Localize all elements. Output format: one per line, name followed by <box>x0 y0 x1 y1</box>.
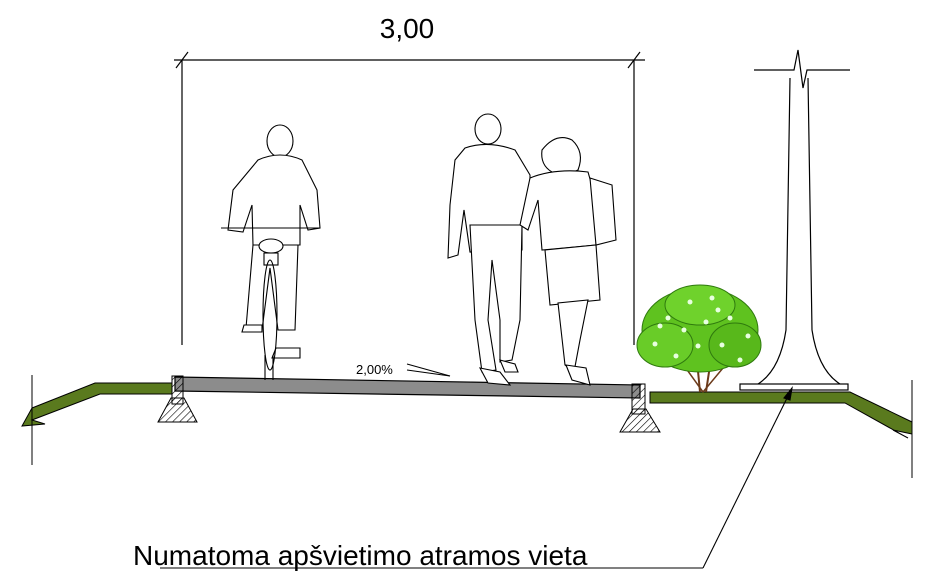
walking-man-figure <box>447 113 531 386</box>
left-curb <box>157 375 198 423</box>
bush <box>636 284 762 393</box>
left-grass-slope <box>21 375 173 465</box>
width-dimension-label: 3,00 <box>380 13 435 44</box>
path-surface <box>174 376 641 399</box>
slope-label: 2,00% <box>356 362 393 377</box>
callout-leader <box>160 386 793 569</box>
light-pole <box>739 49 850 391</box>
right-curb <box>619 383 661 433</box>
right-grass-slope <box>649 380 913 478</box>
walking-woman-figure <box>519 137 617 386</box>
slope-arrow <box>406 363 451 377</box>
callout-label: Numatoma apšvietimo atramos vieta <box>133 540 588 571</box>
clearance-frame <box>174 51 645 345</box>
cyclist-figure <box>221 124 321 380</box>
